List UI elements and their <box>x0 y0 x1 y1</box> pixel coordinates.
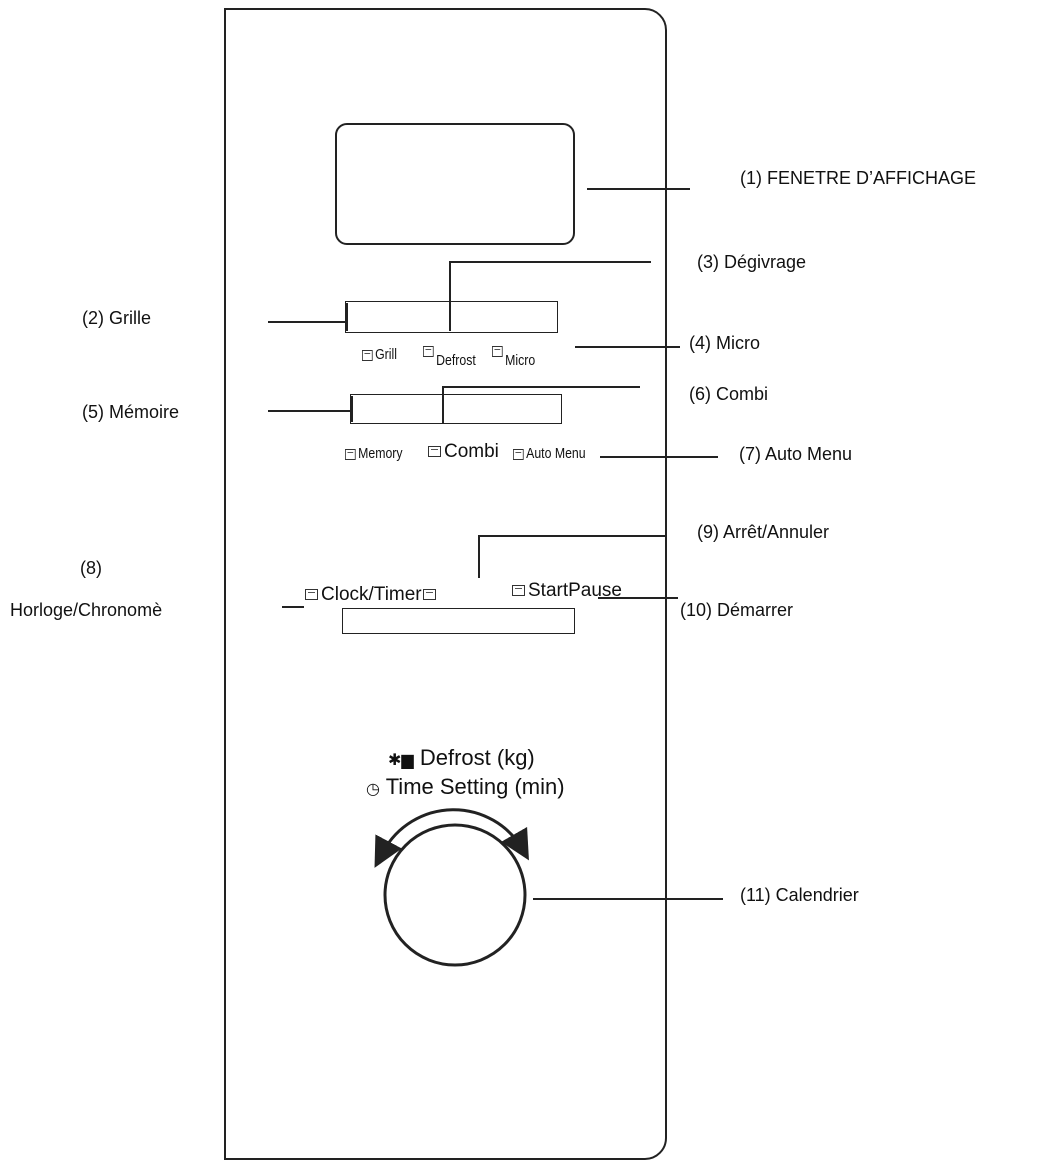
control-panel <box>224 8 667 1160</box>
defrost-weight-icon: ✱▆ <box>388 752 414 769</box>
callout-display-window: (1) FENETRE D’AFFICHAGE <box>740 168 977 188</box>
leader-line-7 <box>600 456 718 458</box>
leader-line-6-h <box>442 386 640 388</box>
button-row-grill-defrost-micro[interactable] <box>345 301 558 333</box>
callout-grill: (2) Grille <box>82 308 152 328</box>
leader-line-2-tick <box>346 303 348 331</box>
callout-memory: (5) Mémoire <box>82 402 180 422</box>
leader-line-9-v <box>478 535 480 578</box>
callout-clock-timer: Horloge/Chronomè <box>10 600 163 620</box>
callout-clock-number: (8) <box>80 558 102 578</box>
start-pause-label: StartPause <box>512 580 622 602</box>
start-icon <box>512 585 525 597</box>
knob-defrost-label: ✱▆ Defrost (kg) <box>388 745 535 770</box>
timer-icon: ◷ <box>366 781 380 798</box>
callout-combi: (6) Combi <box>689 384 769 404</box>
leader-line-3-h <box>449 261 651 263</box>
button-row-memory-combi-auto[interactable] <box>350 394 562 424</box>
button-row-clock-stop-start[interactable] <box>342 608 575 634</box>
knob-time-label: ◷ Time Setting (min) <box>366 774 565 799</box>
callout-defrost: (3) Dégivrage <box>697 252 807 272</box>
rotation-arrow-icon <box>374 808 529 868</box>
memory-icon <box>345 448 356 460</box>
combi-label: Combi <box>428 441 499 463</box>
combi-icon <box>428 446 441 458</box>
auto-menu-label: Auto Menu <box>513 445 586 462</box>
leader-line-5 <box>268 410 352 412</box>
leader-line-5-tick <box>351 396 353 422</box>
leader-line-1 <box>587 188 690 190</box>
grill-icon <box>362 349 373 361</box>
callout-auto-menu: (7) Auto Menu <box>739 444 853 464</box>
auto-menu-icon <box>513 448 524 460</box>
leader-line-4 <box>575 346 680 348</box>
memory-label: Memory <box>345 445 403 462</box>
leader-line-11 <box>533 898 723 900</box>
leader-line-8 <box>282 606 304 608</box>
callout-dial: (11) Calendrier <box>740 885 859 905</box>
callout-micro: (4) Micro <box>689 333 760 353</box>
micro-label: Micro <box>492 346 535 369</box>
leader-line-6-v <box>442 386 444 423</box>
stop-icon <box>422 589 436 601</box>
dial-knob[interactable] <box>383 823 527 967</box>
clock-timer-label: Clock/Timer <box>305 584 439 606</box>
leader-line-9-h <box>478 535 665 537</box>
micro-icon <box>492 346 503 357</box>
display-window <box>335 123 575 245</box>
leader-line-2 <box>268 321 348 323</box>
leader-line-3-v <box>449 261 451 331</box>
callout-start: (10) Démarrer <box>680 600 794 620</box>
grill-label: Grill <box>362 346 397 363</box>
clock-icon <box>305 589 318 601</box>
defrost-label: Defrost <box>423 346 476 369</box>
defrost-icon <box>423 346 434 357</box>
callout-stop-cancel: (9) Arrêt/Annuler <box>697 522 830 542</box>
leader-line-10 <box>598 597 678 599</box>
